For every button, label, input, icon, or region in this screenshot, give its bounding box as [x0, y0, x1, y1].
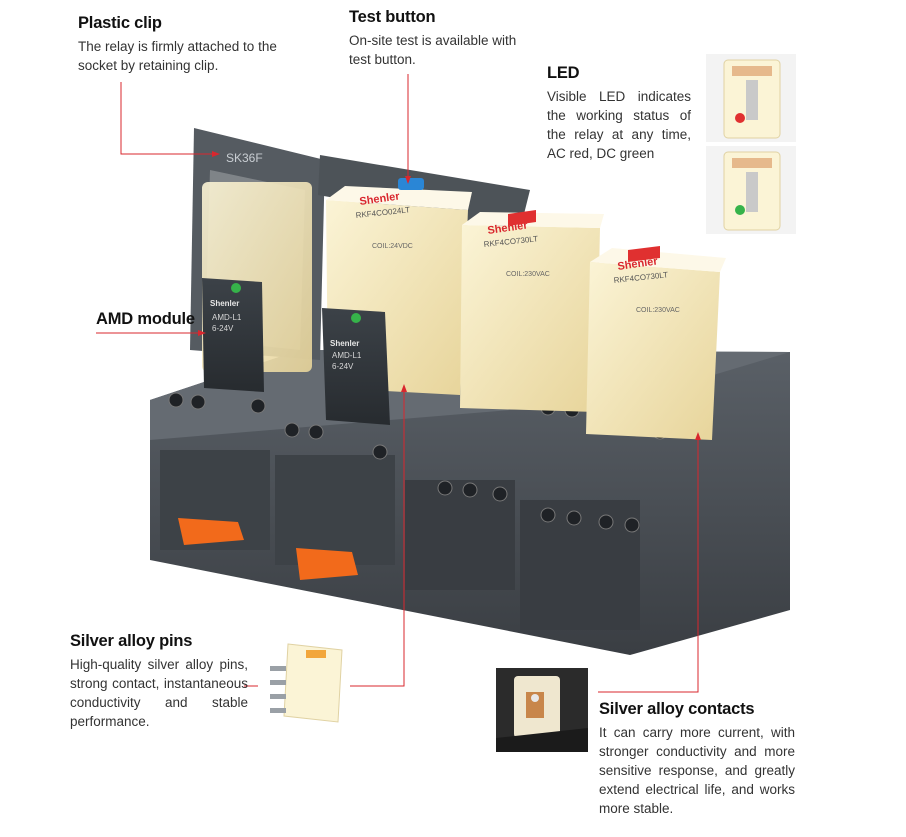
led-tab-ac-2: [628, 246, 660, 262]
callout-led-text: Visible LED indicates the working status…: [547, 89, 691, 161]
led-ac-thumbnail: [706, 54, 796, 142]
amd-1-brand: Shenler: [210, 299, 239, 308]
relay-3: Shenler RKF4CO730LT COIL:230VAC: [460, 212, 604, 412]
callout-amd-module: AMD module: [96, 310, 195, 333]
relay-2-brand: Shenler: [359, 190, 401, 208]
amd-module-2: Shenler AMD-L1 6-24V: [322, 308, 390, 425]
silver-pins-thumbnail: [258, 636, 350, 734]
callout-test-button: Test button On-site test is available wi…: [349, 8, 519, 69]
relay-3-coil: COIL:230VAC: [506, 271, 550, 278]
amd-2-name: AMD-L1: [332, 351, 362, 360]
callout-led-title: LED: [547, 64, 580, 82]
callout-plastic-clip: Plastic clip The relay is firmly attache…: [78, 14, 298, 75]
amd-module-1: Shenler AMD-L1 6-24V: [202, 278, 264, 392]
callout-test-button-text: On-site test is available with test butt…: [349, 33, 517, 67]
callout-test-button-title: Test button: [349, 8, 436, 26]
amd-2-voltage: 6-24V: [332, 362, 354, 371]
amd-1-voltage: 6-24V: [212, 324, 234, 333]
test-button-shape: [398, 178, 424, 190]
release-tabs: [178, 518, 358, 580]
amd-1-name: AMD-L1: [212, 313, 242, 322]
relay-4: Shenler RKF4CO730LT COIL:230VAC: [586, 248, 726, 440]
callout-silver-contacts-text: It can carry more current, with stronger…: [599, 725, 795, 816]
callout-amd-module-title: AMD module: [96, 310, 195, 328]
relay-4-brand: Shenler: [617, 255, 659, 273]
callout-silver-pins: Silver alloy pins High-quality silver al…: [70, 632, 248, 731]
callout-arrowheads: [198, 151, 701, 440]
callout-led: LED Visible LED indicates the working st…: [547, 64, 691, 163]
amd-2-brand: Shenler: [330, 339, 359, 348]
silver-contacts-thumbnail: [496, 668, 588, 752]
callout-plastic-clip-title: Plastic clip: [78, 14, 162, 32]
relay-2-coil: COIL:24VDC: [372, 243, 413, 250]
callout-silver-pins-text: High-quality silver alloy pins, strong c…: [70, 657, 248, 729]
led-tab-ac-1: [508, 210, 536, 226]
callout-silver-contacts-title: Silver alloy contacts: [599, 700, 755, 718]
callout-silver-pins-title: Silver alloy pins: [70, 632, 193, 650]
callout-silver-contacts: Silver alloy contacts It can carry more …: [599, 700, 795, 818]
clip-label: SK36F: [226, 151, 263, 165]
relay-4-coil: COIL:230VAC: [636, 307, 680, 314]
led-dc-thumbnail: [706, 146, 796, 234]
callout-plastic-clip-text: The relay is firmly attached to the sock…: [78, 39, 277, 73]
